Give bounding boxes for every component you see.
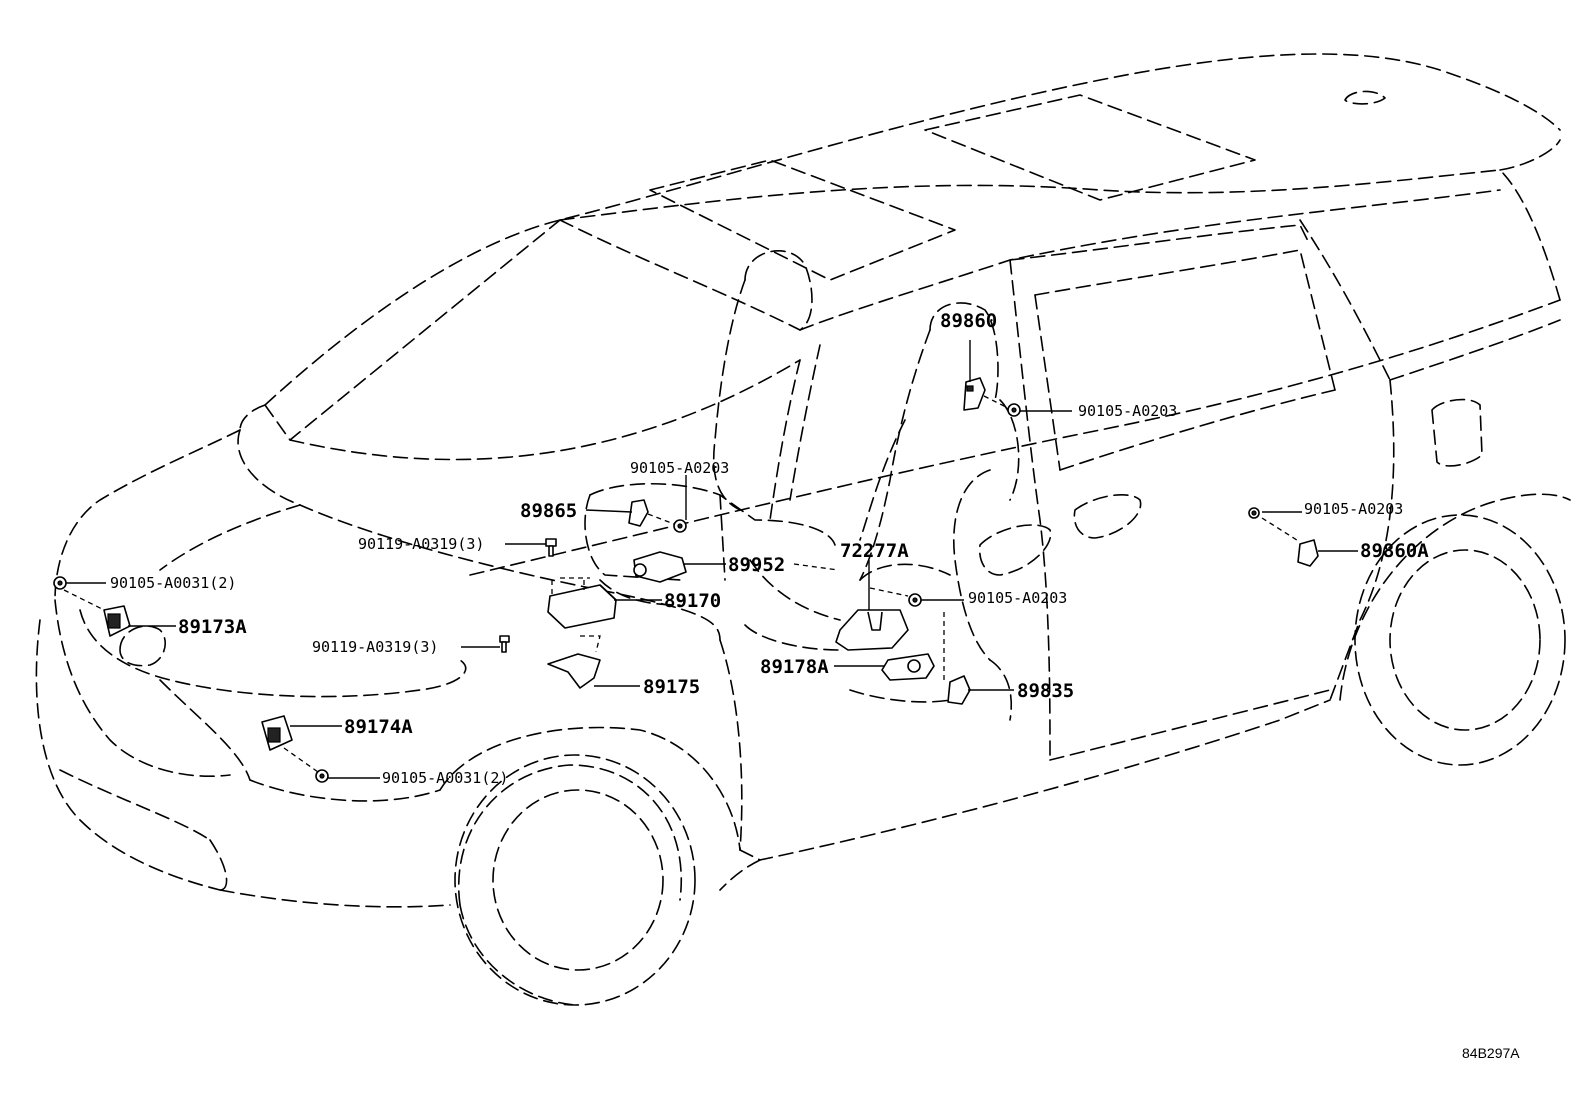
label-89952: 89952: [728, 554, 785, 576]
part-89865-sensor: [628, 499, 649, 527]
part-89860a-sensor: [1297, 539, 1319, 567]
bolt-90105-a0203-top: [1007, 403, 1021, 417]
part-89174a-sensor: [261, 715, 293, 751]
label-89174a: 89174A: [344, 716, 413, 738]
label-90105-a0203-mid: 90105-A0203: [630, 459, 729, 477]
label-89173a: 89173A: [178, 616, 247, 638]
label-89835: 89835: [1017, 680, 1074, 702]
diagram-code: 84B297A: [1462, 1045, 1520, 1061]
part-72277a-bracket: [835, 609, 909, 651]
label-89860a: 89860A: [1360, 540, 1429, 562]
label-90105-a0203-right: 90105-A0203: [1304, 500, 1403, 518]
label-90105-a0031-upper: 90105-A0031(2): [110, 574, 236, 592]
bolt-90119-a0319-lower: [499, 635, 510, 653]
bolt-90105-a0031-lower: [315, 769, 329, 783]
label-89170: 89170: [664, 590, 721, 612]
part-89860-sensor: [963, 377, 986, 411]
part-89175-bracket: [547, 635, 601, 689]
part-89952-sensor: [633, 551, 687, 583]
bolt-90119-a0319-upper: [545, 538, 557, 557]
leader-lines: [63, 340, 1358, 779]
bolt-90105-a0203-mid: [673, 519, 687, 533]
bolt-90105-a0203-right: [1248, 507, 1260, 519]
bolt-90105-a0031-upper: [53, 576, 67, 590]
part-89835-sensor: [947, 675, 971, 705]
part-labels: 89860 90105-A0203 90105-A0203 89865 9011…: [110, 310, 1429, 787]
label-89865: 89865: [520, 500, 577, 522]
bolt-90105-a0203-seat: [908, 593, 922, 607]
label-90119-a0319-lower: 90119-A0319(3): [312, 638, 438, 656]
part-89173a-sensor: [103, 605, 131, 637]
parts: [53, 377, 1319, 783]
label-90105-a0203-top: 90105-A0203: [1078, 402, 1177, 420]
label-90105-a0031-lower: 90105-A0031(2): [382, 769, 508, 787]
label-89860: 89860: [940, 310, 997, 332]
label-89178a: 89178A: [760, 656, 829, 678]
label-90119-a0319-upper: 90119-A0319(3): [358, 535, 484, 553]
part-89178a-sensor: [881, 653, 935, 681]
label-72277a: 72277A: [840, 540, 909, 562]
vehicle-outline: [35, 53, 1571, 1006]
part-89170-ecu: [547, 577, 617, 629]
label-89175: 89175: [643, 676, 700, 698]
label-90105-a0203-seat: 90105-A0203: [968, 589, 1067, 607]
